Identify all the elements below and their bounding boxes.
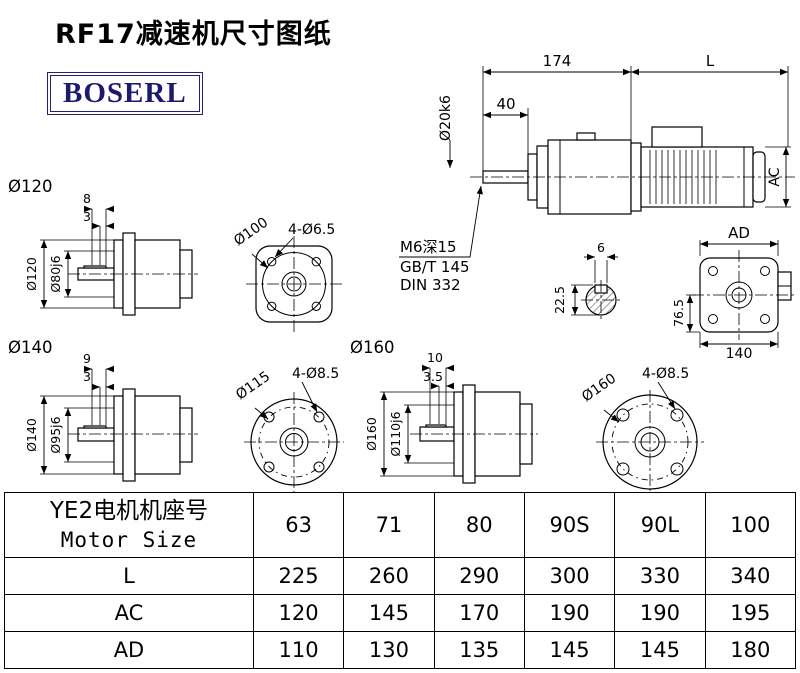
dim-spigot-80: Ø80j6: [48, 255, 63, 292]
label-4-o8-5-b: 4-Ø8.5: [642, 366, 689, 382]
cell-L-80: 290: [433, 557, 525, 595]
cell-AC-63: 120: [252, 594, 345, 632]
label-o115: Ø115: [233, 369, 273, 404]
dim-spigot-95: Ø95j6: [48, 416, 63, 453]
label-o100: Ø100: [231, 215, 271, 250]
thread-notes: M6深15 GB/T 145 DIN 332: [399, 185, 483, 294]
cell-AD-100: 180: [704, 631, 797, 669]
dim-76-5: 76.5: [671, 299, 686, 327]
cell-L-63: 225: [252, 557, 345, 595]
size-63: 63: [252, 492, 345, 558]
size-71: 71: [343, 492, 435, 558]
dim-flange-140: Ø140: [24, 418, 39, 452]
dim-shaft-diameter: Ø20k6: [438, 95, 454, 141]
label-o120: Ø120: [8, 177, 52, 196]
dim-3b: 3: [83, 369, 91, 384]
page-title: RF17减速机尺寸图纸: [55, 19, 332, 50]
cell-L-71: 260: [343, 557, 435, 595]
cell-AC-80: 170: [433, 594, 525, 632]
size-90s: 90S: [523, 492, 616, 558]
dim-3a: 3: [83, 209, 91, 224]
dim-flange-120: Ø120: [24, 257, 39, 291]
dim-key-depth: 22.5: [552, 286, 567, 314]
dim-9: 9: [83, 351, 91, 366]
size-80: 80: [433, 492, 525, 558]
dimension-table: YE2电机机座号 Motor Size 63 71 80 90S 90L 100…: [4, 492, 797, 669]
technical-drawing: 174 L 40 Ø20k6 AC AD M6深15 GB/T 145 DIN …: [8, 52, 795, 492]
cell-AD-80: 135: [433, 631, 525, 669]
cell-AD-90s: 145: [523, 631, 616, 669]
main-assembly-view: 174 L 40 Ø20k6 AC AD: [438, 52, 795, 256]
row-label-AD: AD: [4, 631, 254, 669]
table-row-L: L 225 260 290 300 330 340: [4, 557, 797, 595]
dim-AD: AD: [728, 224, 750, 242]
dim-L: L: [706, 52, 715, 70]
size-90l: 90L: [614, 492, 706, 558]
shaft-section-view: 6 22.5: [552, 240, 621, 320]
cell-L-90l: 330: [614, 557, 706, 595]
cell-AD-63: 110: [252, 631, 345, 669]
motor-size-header: YE2电机机座号 Motor Size: [4, 492, 254, 558]
size-120-side-view: Ø120 8 3 Ø120 Ø80j6: [8, 177, 198, 316]
table-row-AD: AD 110 130 135 145 145 180: [4, 631, 797, 669]
dim-3-5: 3.5: [423, 369, 443, 384]
flange-115-front-view: 4-Ø8.5 Ø115: [233, 366, 344, 492]
cell-AD-71: 130: [343, 631, 435, 669]
note-din332: DIN 332: [400, 276, 461, 294]
dim-174: 174: [543, 52, 572, 70]
cell-AC-90s: 190: [523, 594, 616, 632]
cell-AC-71: 145: [343, 594, 435, 632]
header-en: Motor Size: [60, 528, 198, 552]
cell-AD-90l: 145: [614, 631, 706, 669]
note-gbt145: GB/T 145: [400, 258, 470, 276]
header-cn: YE2电机机座号: [49, 498, 209, 524]
dim-10: 10: [427, 350, 443, 365]
dim-40: 40: [496, 95, 515, 113]
size-160-side-view: Ø160 10 3.5 Ø160 Ø110j6: [350, 338, 538, 484]
row-label-L: L: [4, 557, 254, 595]
cell-L-90s: 300: [523, 557, 616, 595]
flange-100-front-view: 4-Ø6.5 Ø100: [231, 215, 342, 332]
cell-L-100: 340: [704, 557, 797, 595]
size-100: 100: [704, 492, 797, 558]
dim-8: 8: [83, 191, 91, 206]
size-140-side-view: Ø140 9 3 Ø140 Ø95j6: [8, 338, 198, 482]
dim-AC: AC: [767, 167, 783, 186]
label-o140: Ø140: [8, 338, 52, 357]
table-header-row: YE2电机机座号 Motor Size 63 71 80 90S 90L 100: [4, 492, 797, 558]
cell-AC-100: 195: [704, 594, 797, 632]
terminal-box: [651, 126, 703, 148]
label-4-o6-5: 4-Ø6.5: [288, 222, 335, 238]
boserl-logo: BOSERL: [47, 72, 203, 115]
row-label-AC: AC: [4, 594, 254, 632]
dim-key-width: 6: [597, 240, 605, 255]
dim-flange-160: Ø160: [364, 417, 379, 451]
label-4-o8-5-a: 4-Ø8.5: [292, 366, 339, 382]
note-tap: M6深15: [400, 238, 457, 256]
flange-160-front-view: 4-Ø8.5 Ø160: [579, 366, 704, 491]
label-o160: Ø160: [350, 338, 394, 357]
table-row-AC: AC 120 145 170 190 190 195: [4, 594, 797, 632]
motor-rear-view: 76.5 140: [671, 250, 794, 362]
dim-spigot-110: Ø110j6: [388, 411, 403, 456]
label-o160-bc: Ø160: [579, 371, 619, 406]
cell-AC-90l: 190: [614, 594, 706, 632]
dim-140: 140: [726, 346, 753, 362]
